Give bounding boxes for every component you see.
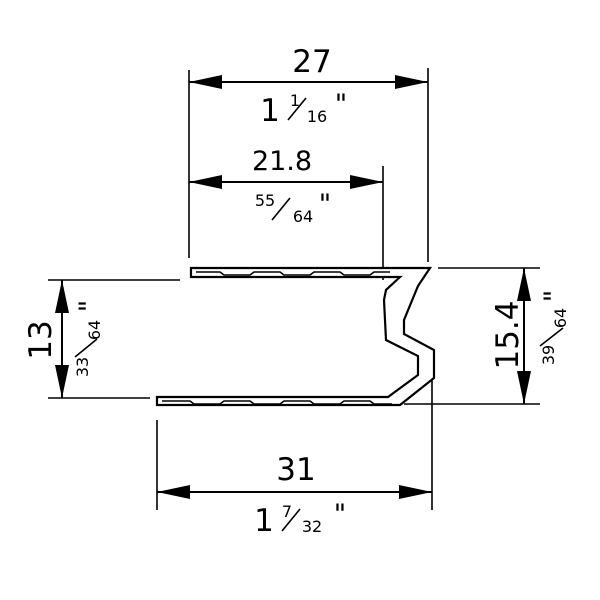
- top-width-inch-mark: ": [335, 89, 347, 120]
- arrow-right: [399, 485, 432, 499]
- fraction-slash: [74, 338, 98, 358]
- dimension-bottom-width: 31 1 7 32 ": [157, 452, 432, 539]
- fraction-slash: [271, 197, 291, 221]
- arrow-left: [157, 485, 190, 499]
- arrow-bottom: [55, 365, 69, 398]
- profile-cross-section: [155, 266, 436, 407]
- left-height-inch-den: 64: [85, 320, 104, 340]
- bottom-width-metric: 31: [276, 452, 315, 488]
- bottom-flange-serration: [162, 400, 392, 405]
- top-flange-serration: [196, 271, 390, 276]
- top-width-inch-den: 16: [307, 107, 327, 126]
- left-height-inch-mark: ": [74, 300, 105, 312]
- top-width-metric: 27: [292, 44, 331, 80]
- top-width-inch-num: 1: [290, 91, 300, 110]
- left-height-metric: 13: [23, 320, 59, 359]
- arrow-left: [189, 75, 222, 89]
- top-width-inch-whole: 1: [260, 93, 280, 129]
- arrow-right: [395, 75, 428, 89]
- profile-outline: [155, 266, 436, 407]
- inner-width-inch-mark: ": [319, 189, 331, 220]
- extension-lines: [48, 68, 540, 510]
- arrow-top: [55, 280, 69, 313]
- dimension-top-width: 27 1 1 16 ": [189, 44, 428, 129]
- right-height-metric: 15.4: [490, 300, 526, 369]
- dimension-right-height: 15.4 39 64 ": [490, 268, 570, 404]
- arrow-top: [517, 268, 531, 301]
- left-height-inch-num: 33: [73, 357, 92, 377]
- right-height-inch-num: 39: [539, 345, 558, 365]
- inner-width-inch-den: 64: [293, 207, 313, 226]
- arrow-left: [189, 175, 222, 189]
- right-height-inch-den: 64: [551, 308, 570, 328]
- bottom-width-inch-num: 7: [282, 502, 292, 521]
- fraction-slash: [287, 97, 307, 121]
- arrow-right: [350, 175, 383, 189]
- bottom-width-inch-mark: ": [334, 499, 346, 530]
- dimension-left-height: 13 33 64 ": [23, 280, 105, 398]
- fraction-slash: [539, 327, 564, 347]
- dimension-inner-width: 21.8 55 64 ": [189, 146, 383, 226]
- bottom-width-inch-den: 32: [302, 517, 322, 536]
- inner-width-metric: 21.8: [252, 146, 312, 177]
- fraction-slash: [281, 508, 301, 532]
- arrow-bottom: [517, 371, 531, 404]
- inner-width-inch-num: 55: [255, 191, 275, 210]
- right-height-inch-mark: ": [539, 290, 570, 302]
- bottom-width-inch-whole: 1: [254, 503, 274, 539]
